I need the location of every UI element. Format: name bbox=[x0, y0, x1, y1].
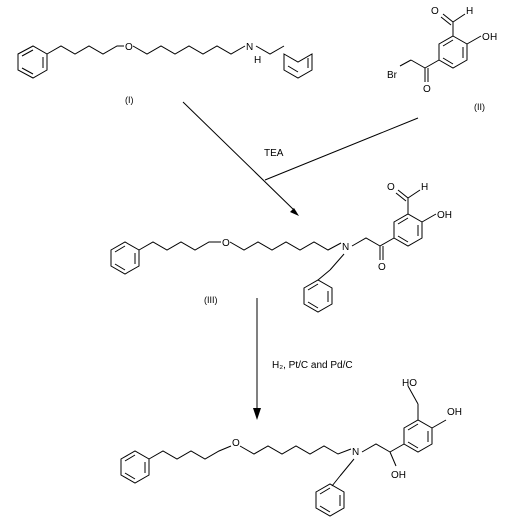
phenyl-ring-product bbox=[120, 450, 150, 484]
product: O N OH HO OH bbox=[120, 378, 462, 517]
amine-nitrogen-product: N bbox=[352, 447, 359, 458]
aldehyde-oxygen-ii: O bbox=[431, 6, 439, 17]
ether-oxygen-i: O bbox=[125, 42, 133, 53]
hydroxyl-iii: OH bbox=[437, 210, 452, 221]
phenyl-ring-iii bbox=[110, 241, 140, 275]
benzyl-ring-product bbox=[315, 483, 345, 517]
benzyl-ring-i bbox=[283, 53, 313, 79]
ether-oxygen-product: O bbox=[232, 438, 240, 449]
benzyl-ring-iii bbox=[303, 279, 333, 313]
compound-i: O N H (I) bbox=[17, 42, 313, 105]
label-compound-i: (I) bbox=[125, 95, 134, 105]
label-compound-iii: (III) bbox=[204, 295, 218, 305]
aldehyde-hydrogen-ii: H bbox=[466, 6, 473, 17]
aldehyde-hydrogen-iii: H bbox=[421, 182, 428, 193]
hexyl-chain-i bbox=[132, 45, 246, 55]
phenyl-ring-i bbox=[17, 45, 48, 79]
hydroxyl-ring-product: OH bbox=[447, 407, 462, 418]
butyl-chain-i bbox=[46, 45, 124, 55]
hydroxyl-bottom-product: OH bbox=[391, 470, 406, 481]
reagent-tea: TEA bbox=[264, 148, 284, 159]
reaction-arrow-1: TEA bbox=[182, 101, 419, 216]
amine-nitrogen-i: N bbox=[246, 42, 253, 53]
label-compound-ii: (II) bbox=[474, 102, 485, 112]
ether-oxygen-iii: O bbox=[222, 238, 230, 249]
reaction-arrow-2: H₂, Pt/C and Pd/C bbox=[253, 298, 353, 420]
amine-hydrogen-i: H bbox=[254, 55, 261, 66]
compound-iii: O N O O H OH (III) bbox=[110, 182, 452, 313]
amine-nitrogen-iii: N bbox=[342, 242, 349, 253]
hydroxyl-ii: O bbox=[482, 32, 490, 43]
hydroxymethyl-product: HO bbox=[402, 378, 417, 389]
compound-ii: O H O H O Br (II) bbox=[387, 6, 497, 112]
ketone-oxygen-ii: O bbox=[423, 84, 431, 95]
aldehyde-oxygen-iii: O bbox=[387, 182, 395, 193]
reagent-hydrogenation: H₂, Pt/C and Pd/C bbox=[272, 360, 353, 371]
hydroxyl-h-ii: H bbox=[490, 32, 497, 43]
bromine-ii: Br bbox=[387, 70, 398, 81]
ketone-oxygen-iii: O bbox=[378, 262, 386, 273]
